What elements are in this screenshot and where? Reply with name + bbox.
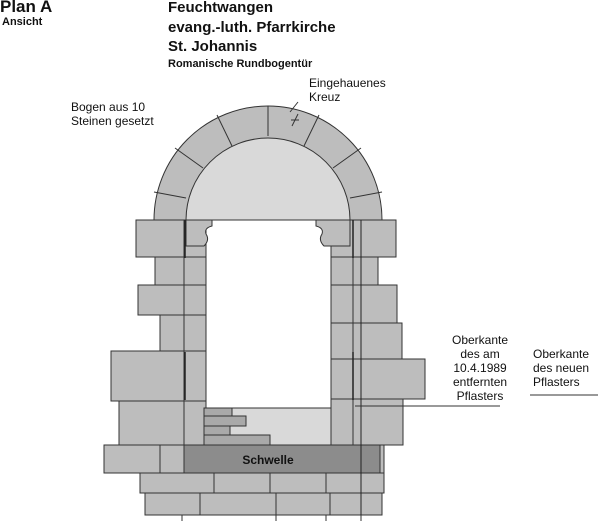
annotation-carved-cross: Eingehauenes Kreuz bbox=[309, 76, 386, 104]
title-place: Feuchtwangen bbox=[168, 0, 274, 16]
left-impost bbox=[185, 219, 213, 247]
jamb-guides bbox=[184, 220, 362, 515]
title-object: Romanische Rundbogentür bbox=[168, 58, 313, 70]
threshold-right-block bbox=[379, 444, 385, 474]
annotation-new-pavement: Oberkante des neuen Pflasters bbox=[533, 347, 590, 389]
small-stones bbox=[203, 407, 271, 446]
left-jamb bbox=[110, 219, 207, 446]
ground-ticks bbox=[181, 515, 362, 521]
threshold-left-end bbox=[159, 444, 185, 474]
right-jamb bbox=[330, 219, 426, 446]
annotation-old-pavement: Oberkante des am 10.4.1989 entfernten Pf… bbox=[452, 333, 509, 403]
threshold-label: Schwelle bbox=[242, 453, 294, 467]
arch-ring bbox=[153, 105, 383, 221]
threshold bbox=[183, 444, 381, 474]
arch-joints bbox=[153, 106, 383, 199]
plan-title: Plan A bbox=[0, 0, 53, 16]
foundation bbox=[139, 472, 385, 516]
title-church: evang.-luth. Pfarrkirche bbox=[168, 19, 336, 36]
title-saint: St. Johannis bbox=[168, 38, 258, 55]
plan-view-label: Ansicht bbox=[2, 16, 43, 28]
carved-cross bbox=[291, 113, 299, 127]
door-opening bbox=[204, 219, 333, 411]
right-impost bbox=[315, 219, 351, 247]
annotation-arch-stones: Bogen aus 10 Steinen gesetzt bbox=[71, 100, 154, 128]
leader-lines bbox=[289, 101, 598, 407]
